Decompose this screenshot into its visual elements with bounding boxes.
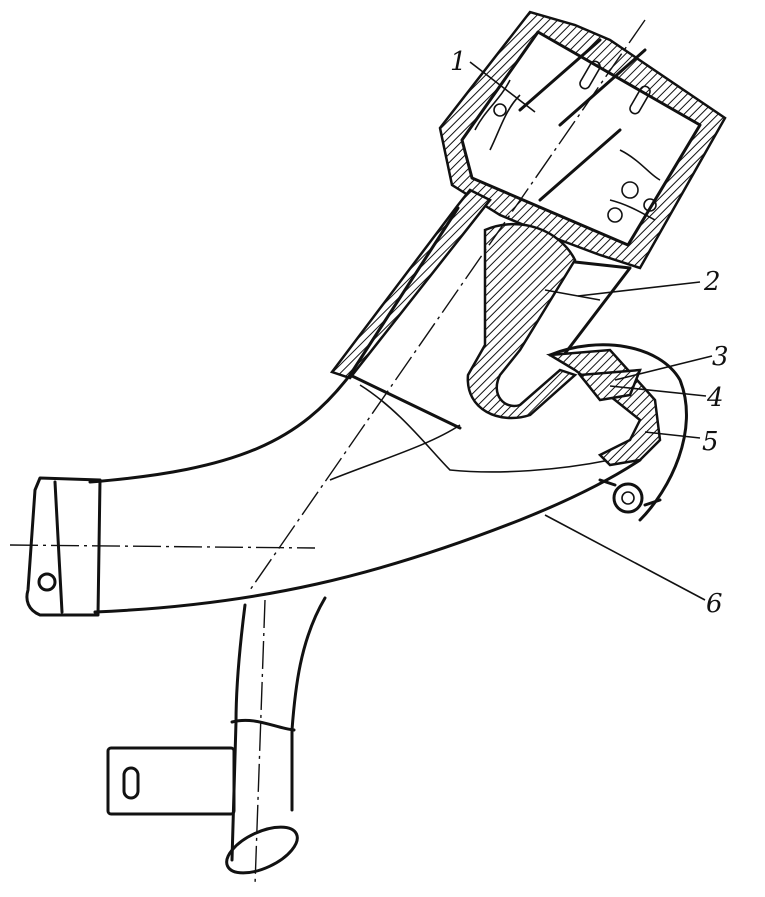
callout-1: 1 [450,47,467,77]
leader-lines [469,61,713,601]
callout-3: 3 [712,342,729,372]
callout-5: 5 [702,427,719,457]
callout-4: 4 [706,383,724,413]
centerlines [9,19,646,886]
filter-cap [438,10,727,270]
lower-pipe [106,596,327,875]
callout-2: 2 [703,267,721,297]
flange [25,476,102,617]
filler-tube [88,188,642,614]
valve-assembly [546,343,688,522]
callout-6: 6 [706,589,723,619]
